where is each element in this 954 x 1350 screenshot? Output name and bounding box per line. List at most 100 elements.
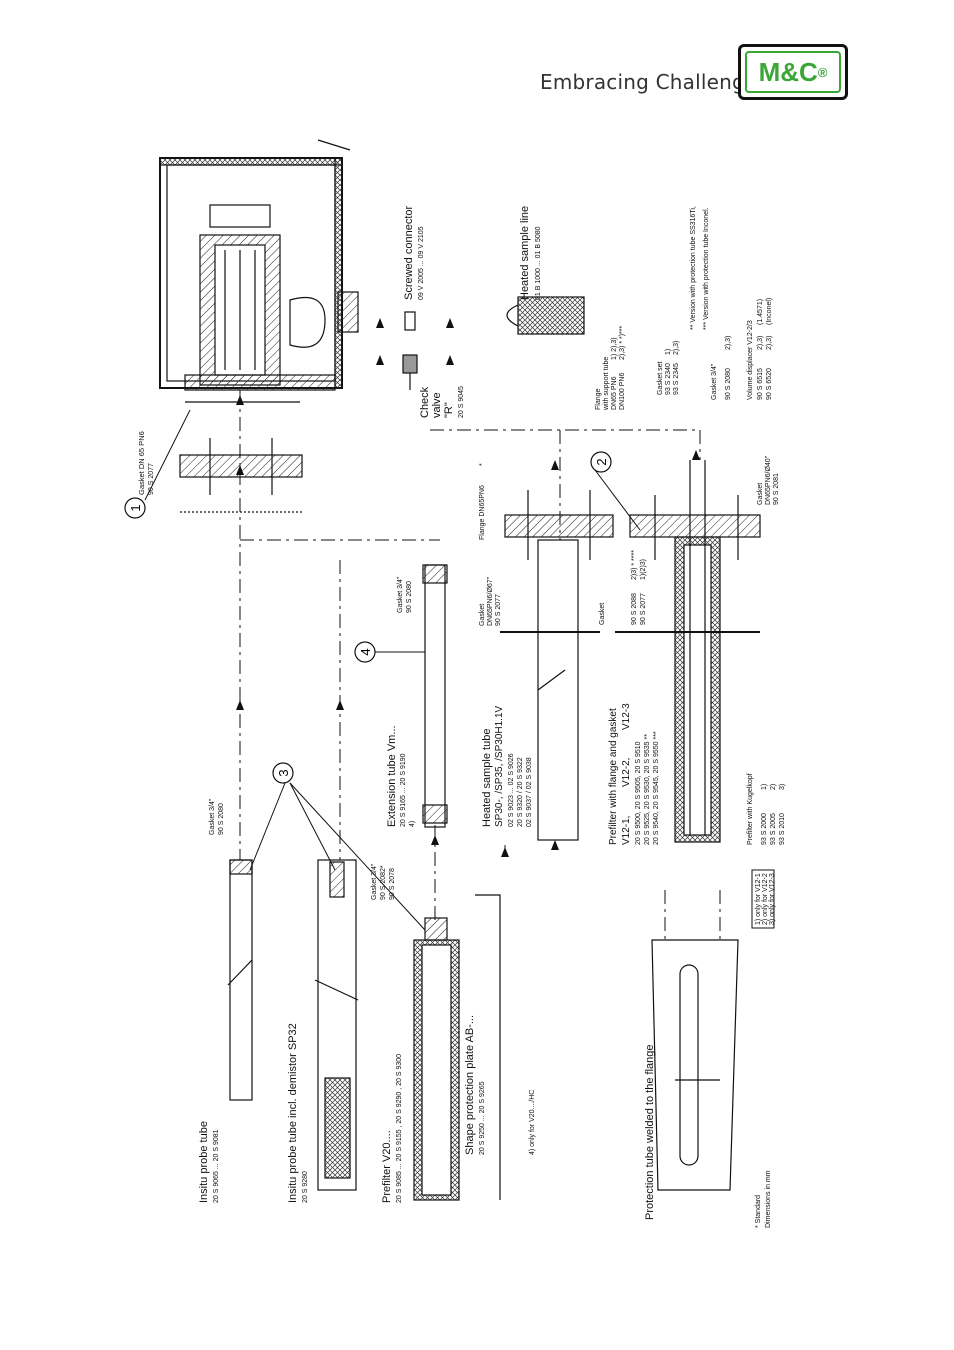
prefilter-flange	[615, 460, 761, 843]
heated-sample-tube	[500, 490, 614, 841]
label-insitu-dem-pn: 20 S 9280	[302, 1171, 309, 1203]
label-gasket-34c: Gasket 3/4"	[209, 798, 216, 835]
label-gasket-3-pn: 90 S 2081	[773, 473, 780, 505]
label-vol-displacer-n2: 2),3)	[766, 336, 773, 350]
label-insitu-pn: 20 S 9065 ... 20 S 9081	[213, 1129, 220, 1203]
label-prefilter-v20: Prefilter V20....	[381, 1130, 393, 1203]
logo-registered: ®	[817, 64, 828, 80]
label-gasket-small-pn1: 90 S 2088	[631, 593, 638, 625]
callout-leaders	[144, 409, 641, 931]
label-prefilter-pn1: 20 S 9500, 20 S 9505, 20 S 9510	[635, 741, 642, 845]
label-gasket-small: Gasket	[599, 603, 606, 625]
label-screwed-connector-pn: 09 V 2005 ... 09 V 2105	[418, 226, 425, 300]
label-gasket-34d-pn2: 90 S 2078	[389, 868, 396, 900]
label-check-2: valve	[431, 392, 443, 418]
label-prefilter-pn2: 20 S 9525, 20 S 9530, 20 S 9535 **	[644, 734, 651, 845]
flange-top	[179, 401, 303, 513]
label-gasket-small-n1: 2)3) * ****	[631, 550, 638, 580]
label-insitu-dem: Insitu probe tube incl. demistor SP32	[287, 1023, 299, 1203]
label-standard: * Standard	[755, 1195, 762, 1228]
insitu-demister-tube	[314, 859, 359, 1191]
label-check-1: Check	[419, 386, 431, 418]
label-only-v12-1: 1) only for V12-1	[755, 873, 762, 925]
prefilter-v20	[413, 894, 501, 1201]
label-flange-support-n1: 1) 2),3)	[611, 337, 618, 360]
label-check-3: "R"	[443, 402, 455, 418]
label-gasket-set-pn2: 93 S 2345	[673, 363, 680, 395]
label-gasket-3: Gasket	[757, 483, 764, 505]
label-ext-note: 4)	[409, 821, 416, 827]
logo-text: M&C	[758, 56, 818, 87]
label-heated-line: Heated sample line	[519, 206, 531, 300]
label-gasket-2b: DN65PN6/Ø67"	[487, 576, 494, 626]
label-gasket-small-pn2: 90 S 2077	[640, 593, 647, 625]
label-vol-displacer-pn2: 90 S 6520	[766, 368, 773, 400]
label-gasket-small-n2: 1)(2)3)	[640, 559, 647, 580]
label-vol-displacer-m1: (1.4571)	[757, 299, 764, 325]
label-flange-support-2: with support tube	[603, 357, 610, 411]
label-notes-ss: ** Version with protection tube SS316Ti,	[690, 206, 697, 330]
label-gasket-2-pn: 90 S 2077	[495, 594, 502, 626]
label-gasket-34c-pn: 90 S 2080	[218, 803, 225, 835]
label-gasket-34-pn: 90 S 2080	[406, 581, 413, 613]
label-vol-displacer-n1: 2),3)	[757, 336, 764, 350]
label-heated-line-pn: 01 B 1000 ... 01 B 5080	[535, 226, 542, 300]
insitu-probe-tube	[227, 859, 253, 1101]
label-gasket-34b: Gasket 3/4"	[711, 363, 718, 400]
label-flange-star: *	[479, 463, 486, 466]
center-lines	[239, 390, 721, 940]
label-gasket-34d: Gasket 3/4"	[371, 863, 378, 900]
label-gasket-set-pn1: 93 S 2340	[665, 363, 672, 395]
label-dimensions: Dimensions in mm	[765, 1170, 772, 1228]
label-v12-1: V12-1,	[621, 816, 632, 845]
label-heated-tube-1: Heated sample tube	[481, 729, 493, 827]
label-heated-tube-pn3: 02 S 9037 / 02 S 9038	[526, 757, 533, 827]
label-gasket-3b: DN65PN6/Ø40"	[765, 455, 772, 505]
label-prefilter-kugel-pn3: 93 S 2010	[779, 813, 786, 845]
label-protection-tube: Protection tube welded to the flange	[644, 1044, 656, 1220]
label-gasket-2: Gasket	[479, 604, 486, 626]
label-prefilter-v20-pn: 20 S 9085 ... 20 S 9155 , 20 S 9290 , 20…	[396, 1054, 403, 1203]
label-note4: 4) only for V20..../HC	[529, 1090, 536, 1155]
label-heated-tube-2: SP30-, /SP35, /SP30H1.1V	[494, 705, 505, 827]
notes-box	[751, 869, 775, 929]
label-vol-displacer-m2: (Inconel)	[766, 298, 773, 325]
company-logo: M&C®	[738, 44, 848, 100]
label-flange-support: Flange	[595, 388, 602, 410]
label-prefilter-kugel-n2: 2)	[770, 784, 777, 790]
label-gasket-dn65: Gasket DN 65 PN6	[137, 431, 146, 495]
label-gasket-34: Gasket 3/4"	[397, 576, 404, 613]
label-prefilter-kugel-pn2: 93 S 2005	[770, 813, 777, 845]
label-vol-displacer-pn1: 90 S 6515	[757, 368, 764, 400]
callout-3: 3	[276, 769, 291, 776]
label-gasket-34b-pn: 90 S 2080	[725, 368, 732, 400]
label-prefilter-kugel: Prefilter with Kugelkopf	[747, 773, 754, 845]
label-flange-support-pn1: DN65 PN6	[611, 376, 618, 410]
label-heated-tube-pn1: 02 S 9023 ... 02 S 9026	[508, 753, 515, 827]
label-flange-dn65: Flange DN65PN6	[479, 485, 486, 540]
callout-circles	[124, 451, 612, 784]
label-gasket-set-n2: 2),3)	[673, 341, 680, 355]
label-shape-plate: Shape protection plate AB-...	[464, 1015, 476, 1155]
label-gasket-34d-pn1: 90 S 2082*	[380, 865, 387, 900]
callout-numbers: 1 2 3 4	[128, 458, 609, 776]
flow-arrows	[236, 318, 700, 857]
label-check-pn: 20 S 9045	[458, 386, 465, 418]
label-insitu: Insitu probe tube	[198, 1121, 210, 1203]
label-flange-support-n2: 2),3) * *)***	[619, 325, 626, 360]
header-tagline: Embracing Challenge	[540, 70, 758, 94]
label-only-v12-2: 2) only for V12-2	[762, 873, 769, 925]
label-extension-tube-pn: 20 S 9165 ... 20 S 9190	[400, 753, 407, 827]
label-prefilter-kugel-n3: 3)	[779, 784, 786, 790]
label-gasket-34b-n: 2),3)	[725, 336, 732, 350]
label-screwed-connector: Screwed connector	[403, 206, 415, 300]
label-flange-support-pn2: DN100 PN6	[619, 373, 626, 410]
label-v12-2: V12-2,	[621, 758, 632, 787]
extension-tube	[422, 564, 448, 828]
label-prefilter-kugel-pn1: 93 S 2000	[761, 813, 768, 845]
label-heated-tube-pn2: 20 S 9320 / 20 S 9322	[517, 757, 524, 827]
label-v12-3: V12-3	[621, 703, 632, 730]
probe-housing	[159, 139, 359, 391]
callout-2-circle	[590, 451, 612, 473]
